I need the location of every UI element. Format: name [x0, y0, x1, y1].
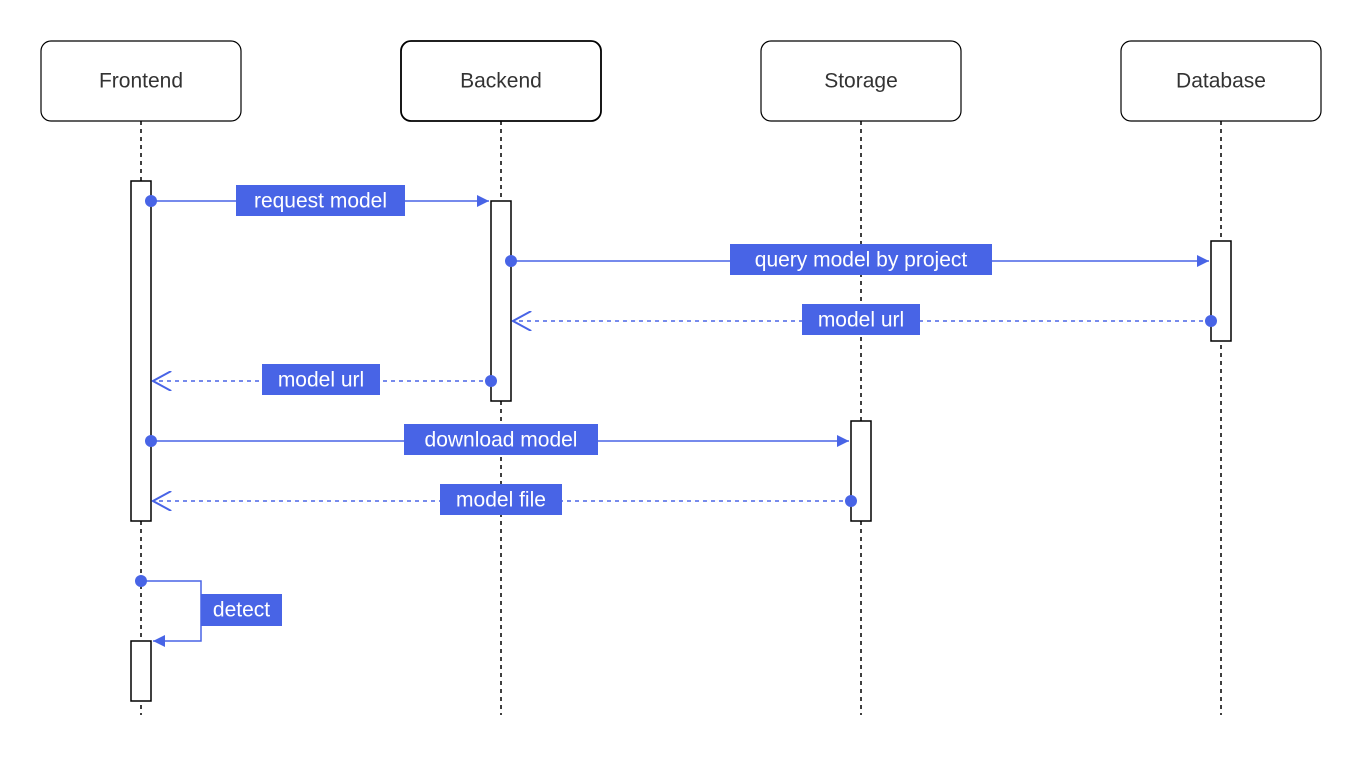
message-download-model: download model — [145, 424, 849, 455]
activation-database — [1210, 240, 1232, 342]
message-model-url-backend-to-frontend: model url — [153, 364, 497, 395]
activation-frontend-main — [130, 180, 152, 522]
message-request-model: request model — [145, 185, 489, 216]
message-detect-label: detect — [213, 599, 270, 622]
participant-frontend-label: Frontend — [99, 70, 183, 93]
message-query-model-by-project: query model by project — [505, 244, 1209, 275]
participant-backend-label: Backend — [460, 70, 542, 93]
message-model-file-label: model file — [456, 489, 546, 512]
message-model-url-backend-to-frontend-label: model url — [278, 369, 364, 392]
message-model-url-db-to-backend-label: model url — [818, 309, 904, 332]
message-request-model-label: request model — [254, 190, 387, 213]
participant-frontend: Frontend — [40, 40, 242, 122]
activation-storage — [850, 420, 872, 522]
message-detect: detect — [135, 575, 282, 647]
message-download-model-label: download model — [425, 429, 578, 452]
participant-storage: Storage — [760, 40, 962, 122]
message-model-url-db-to-backend: model url — [513, 304, 1217, 335]
participant-backend: Backend — [400, 40, 602, 122]
participant-storage-label: Storage — [824, 70, 898, 93]
message-model-file: model file — [153, 484, 857, 515]
activation-backend — [490, 200, 512, 402]
participant-database: Database — [1120, 40, 1322, 122]
participant-database-label: Database — [1176, 70, 1266, 93]
activation-frontend-detect — [130, 640, 152, 702]
message-query-model-by-project-label: query model by project — [755, 249, 968, 272]
